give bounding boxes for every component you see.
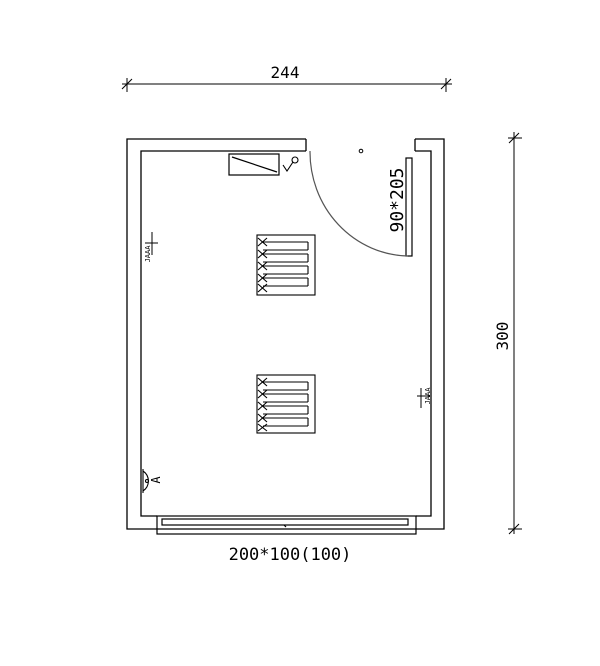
width-label: 244	[271, 63, 300, 82]
door-label: 90*205	[387, 167, 408, 232]
light-switch-icon	[282, 156, 299, 172]
walls	[126, 138, 445, 530]
outlet-right-icon	[417, 388, 430, 408]
electrical-panel	[228, 153, 280, 176]
outlet-left-icon	[145, 232, 158, 255]
radiator-top	[256, 234, 316, 296]
width-dimension	[121, 78, 452, 92]
radiator-fins	[263, 381, 309, 427]
height-label: 300	[493, 322, 512, 351]
radiator-fins	[263, 241, 309, 287]
ceiling-point-icon	[358, 148, 364, 154]
window	[156, 515, 417, 535]
door-swing-arc	[309, 150, 409, 257]
door	[309, 150, 413, 257]
radiator-crosses	[257, 377, 268, 432]
window-label: 200*100(100)	[229, 545, 352, 565]
switch-label: A	[149, 476, 163, 484]
outlet-left-label: JAAA	[144, 245, 152, 263]
switch-icon	[142, 469, 150, 493]
height-dimension	[508, 132, 522, 535]
radiator-bottom	[256, 374, 316, 434]
radiator-crosses	[257, 237, 268, 293]
outlet-right-label: JAAA	[424, 387, 432, 405]
door-leaf	[405, 157, 413, 257]
